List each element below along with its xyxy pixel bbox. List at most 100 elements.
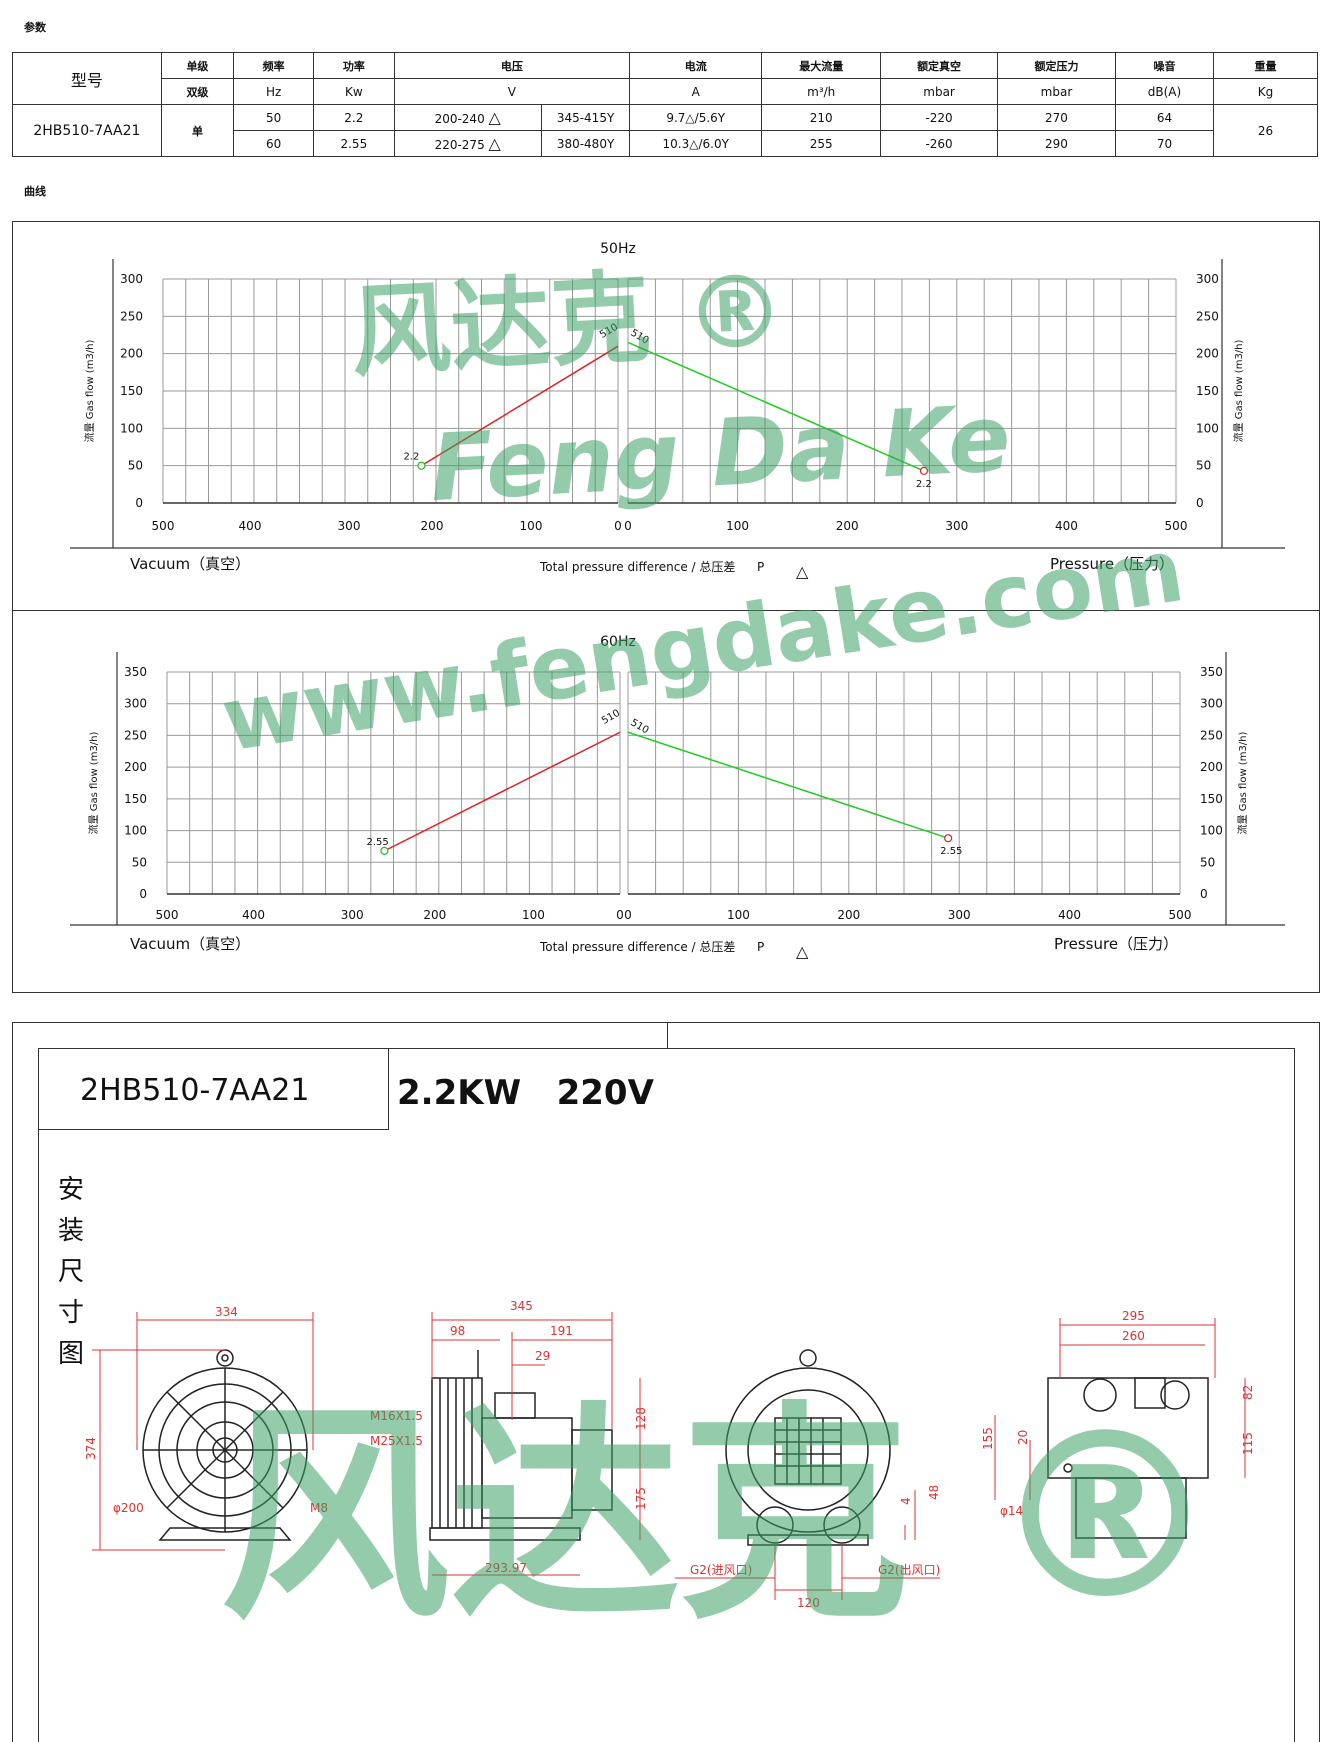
y-tick-label-right: 150 <box>1200 792 1223 806</box>
header-double-stage: 双级 <box>160 78 235 105</box>
x-tick-label-left: 100 <box>522 908 545 922</box>
table-cell: 2.55 <box>313 130 395 157</box>
y-axis-label-right: 流量 Gas flow (m3/h) <box>1232 339 1245 442</box>
y-tick-label-right: 300 <box>1196 272 1219 286</box>
model-cell: 2HB510-7AA21 <box>12 104 162 157</box>
vacuum-series-point <box>417 461 426 470</box>
y-tick-label-left: 100 <box>124 824 147 838</box>
unit-pres: mbar <box>997 78 1116 105</box>
x-tick-label-right: 200 <box>836 519 859 533</box>
table-cell: 60 <box>233 130 315 157</box>
pressure-point-label: 2.55 <box>940 846 962 857</box>
header-noise: 噪音 <box>1114 52 1215 79</box>
pressure-point-label: 2.2 <box>916 479 932 490</box>
vacuum-point-label: 2.2 <box>403 452 419 463</box>
x-tick-label-left: 0 <box>616 908 624 922</box>
x-tick-label-right: 400 <box>1058 908 1081 922</box>
voltage-delta-value: 200-240 <box>434 112 485 126</box>
header-weight: 重量 <box>1213 52 1318 79</box>
total-pressure-label: Total pressure difference / 总压差 <box>539 940 735 954</box>
voltage-delta-value: 220-275 <box>434 138 485 152</box>
y-tick-label-left: 150 <box>124 792 147 806</box>
y-axis-label-left: 流量 Gas flow (m3/h) <box>87 731 100 834</box>
table-cell: 70 <box>1114 130 1215 157</box>
y-tick-label-left: 300 <box>124 697 147 711</box>
table-cell: 345-415Y <box>540 104 631 131</box>
vacuum-series-line <box>384 731 621 852</box>
delta-label: △ <box>796 942 809 961</box>
y-tick-label-left: 50 <box>132 855 147 869</box>
table-cell: -260 <box>880 130 999 157</box>
vacuum-series-point <box>380 846 389 855</box>
unit-weight: Kg <box>1213 78 1318 105</box>
x-tick-label-left: 300 <box>341 908 364 922</box>
table-cell: 290 <box>997 130 1116 157</box>
x-tick-label-left: 0 <box>614 519 622 533</box>
install-char: 安 <box>57 1175 84 1205</box>
header-power: 功率 <box>313 52 395 79</box>
header-flow: 最大流量 <box>761 52 882 79</box>
vacuum-curve-label: 510 <box>600 708 622 727</box>
p-label: P <box>757 940 764 954</box>
y-tick-label-right: 350 <box>1200 665 1223 679</box>
install-char: 尺 <box>57 1257 84 1287</box>
vacuum-curve-label: 510 <box>598 322 620 341</box>
vacuum-series-line <box>421 345 619 467</box>
x-tick-label-left: 200 <box>423 908 446 922</box>
y-tick-label-right: 250 <box>1196 309 1219 323</box>
y-tick-label-left: 200 <box>124 760 147 774</box>
y-tick-label-left: 200 <box>120 347 143 361</box>
y-tick-label-left: 250 <box>120 309 143 323</box>
unit-kw: Kw <box>313 78 395 105</box>
y-tick-label-right: 150 <box>1196 384 1219 398</box>
y-tick-label-right: 200 <box>1200 760 1223 774</box>
y-tick-label-left: 0 <box>139 887 147 901</box>
y-tick-label-left: 150 <box>120 384 143 398</box>
x-tick-label-left: 100 <box>520 519 543 533</box>
install-spec: 2.2KW 220V <box>397 1073 654 1113</box>
pressure-series-point <box>944 834 953 843</box>
install-model-box <box>38 1048 389 1130</box>
install-top-divider <box>667 1023 668 1049</box>
pressure-label: Pressure（压力） <box>1050 555 1174 573</box>
y-tick-label-left: 100 <box>120 421 143 435</box>
x-tick-label-right: 500 <box>1169 908 1192 922</box>
install-vertical-label: 安 装 尺 寸 图 <box>56 1170 86 1375</box>
install-inner-frame <box>38 1048 1295 1742</box>
y-tick-label-right: 50 <box>1196 459 1211 473</box>
table-cell: 10.3△/6.0Y <box>629 130 763 157</box>
x-tick-label-right: 300 <box>948 908 971 922</box>
pressure-series-point <box>919 466 929 475</box>
x-tick-label-left: 300 <box>338 519 361 533</box>
x-tick-label-right: 100 <box>726 519 749 533</box>
delta-icon: △ <box>488 108 501 127</box>
x-tick-label-right: 300 <box>945 519 968 533</box>
x-tick-label-left: 400 <box>242 908 265 922</box>
table-cell: 50 <box>233 104 315 131</box>
install-char: 装 <box>57 1216 84 1246</box>
y-tick-label-left: 350 <box>124 665 147 679</box>
header-stage: 单级 <box>160 52 235 79</box>
install-model: 2HB510-7AA21 <box>80 1073 310 1108</box>
y-tick-label-left: 0 <box>135 496 143 510</box>
x-tick-label-right: 500 <box>1165 519 1188 533</box>
section-params-label: 参数 <box>24 21 46 34</box>
vacuum-label: Vacuum（真空） <box>130 935 250 953</box>
x-tick-label-right: 100 <box>727 908 750 922</box>
pressure-label: Pressure（压力） <box>1054 935 1178 953</box>
section-curves-label: 曲线 <box>24 185 46 198</box>
x-tick-label-right: 200 <box>837 908 860 922</box>
y-tick-label-left: 250 <box>124 728 147 742</box>
y-tick-label-right: 0 <box>1200 887 1208 901</box>
unit-a: A <box>629 78 763 105</box>
y-tick-label-left: 50 <box>128 459 143 473</box>
unit-vac: mbar <box>880 78 999 105</box>
x-tick-label-left: 400 <box>239 519 262 533</box>
install-char: 图 <box>57 1339 84 1369</box>
y-tick-label-right: 200 <box>1196 347 1219 361</box>
spec-table: 型号 单级 频率 功率 电压 电流 最大流量 额定真空 额定压力 噪音 重量 双… <box>12 52 1318 157</box>
y-tick-label-left: 300 <box>120 272 143 286</box>
y-axis-label-left: 流量 Gas flow (m3/h) <box>83 339 96 442</box>
header-vacuum: 额定真空 <box>880 52 999 79</box>
